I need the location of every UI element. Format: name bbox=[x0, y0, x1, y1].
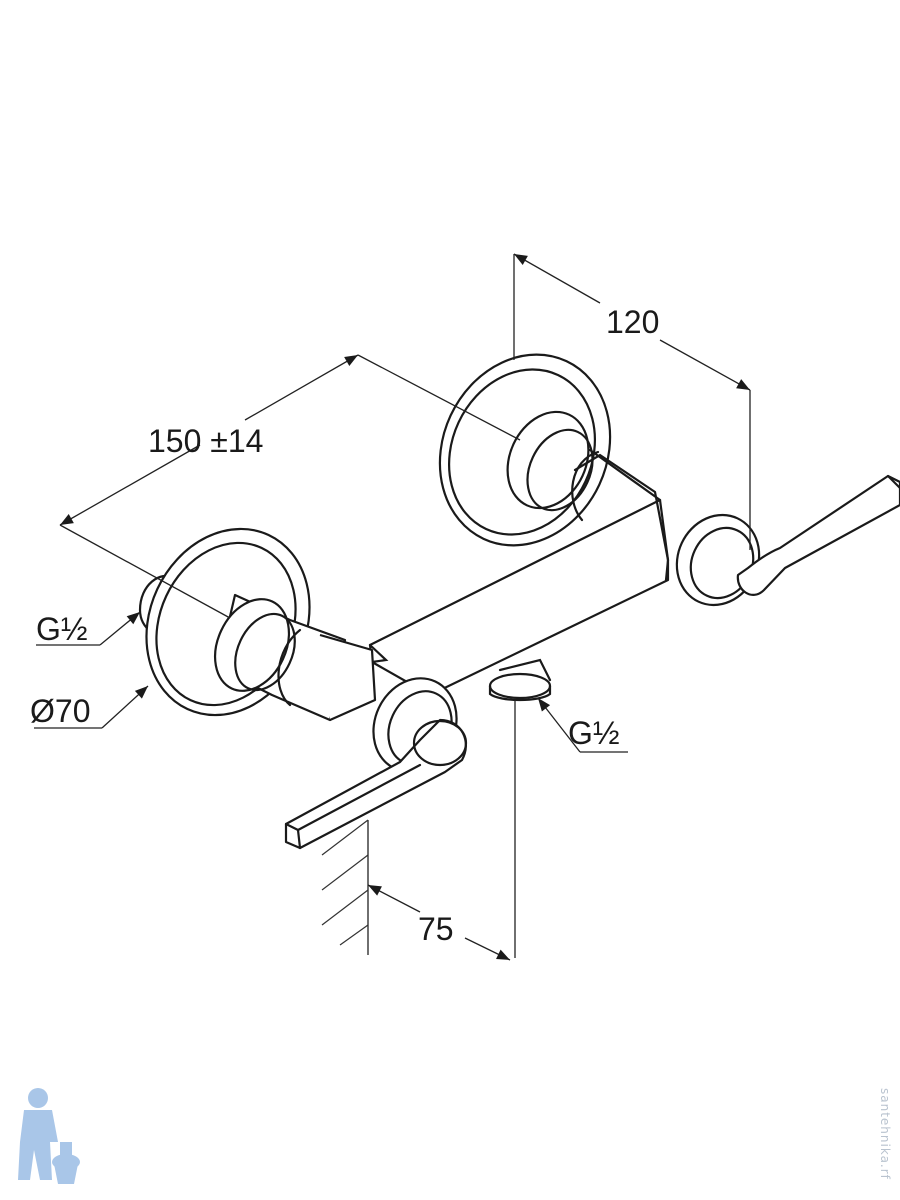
leader-d70 bbox=[34, 685, 149, 729]
watermark-text: santehnika.rf bbox=[878, 1088, 892, 1180]
wall-hatching bbox=[321, 819, 369, 946]
left-handle bbox=[284, 718, 468, 850]
dim-120-label: 120 bbox=[606, 304, 659, 340]
right-escutcheon bbox=[438, 353, 612, 547]
label-d70: Ø70 bbox=[30, 693, 90, 729]
dim-75-label: 75 bbox=[418, 911, 454, 947]
mixer-body bbox=[368, 448, 761, 697]
dimension-75 bbox=[367, 700, 516, 961]
label-g-bottom: G½ bbox=[568, 715, 620, 751]
label-g-left: G½ bbox=[36, 611, 88, 647]
dimension-150 bbox=[59, 354, 521, 619]
right-handle bbox=[736, 474, 900, 596]
dim-150-label: 150 ±14 bbox=[148, 423, 263, 459]
leader-g-bottom bbox=[537, 697, 628, 753]
left-escutcheon bbox=[138, 527, 458, 773]
dimension-120 bbox=[513, 253, 751, 550]
bottom-outlet bbox=[488, 658, 552, 702]
leader-g-left bbox=[36, 611, 141, 646]
plumber-logo bbox=[18, 1088, 80, 1184]
